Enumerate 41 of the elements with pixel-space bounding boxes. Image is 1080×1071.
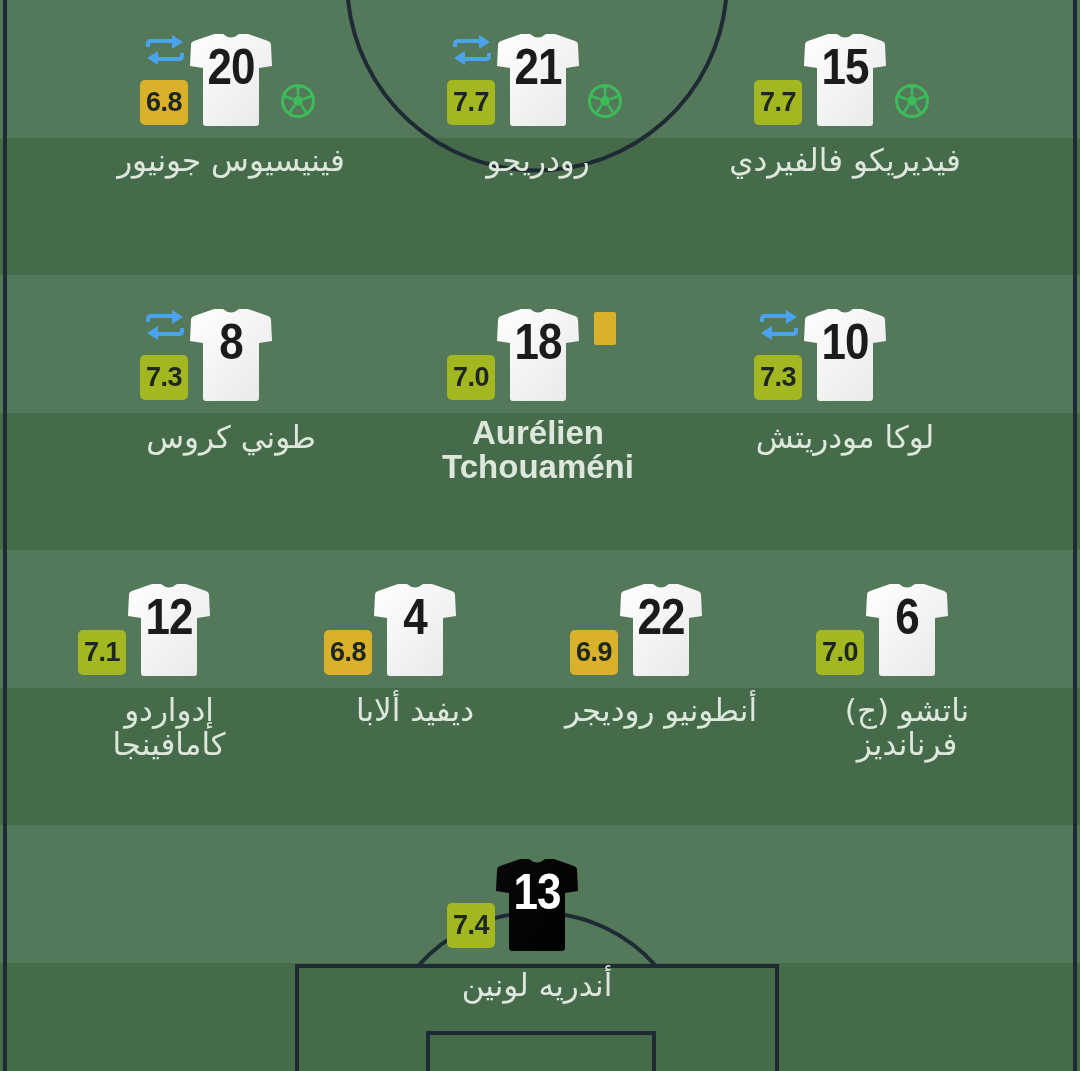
jersey-number: 12 xyxy=(145,590,193,644)
rating-badge: 7.0 xyxy=(816,630,864,675)
jersey xyxy=(620,582,702,676)
jersey-number: 15 xyxy=(821,40,869,94)
rating-badge: 7.7 xyxy=(754,80,802,125)
jersey xyxy=(497,32,579,126)
player-name: لوكا مودريتش xyxy=(755,420,935,454)
jersey xyxy=(374,582,456,676)
jersey-number: 13 xyxy=(513,865,561,919)
player-name: فيديريكو فالفيردي xyxy=(729,143,961,177)
player-name: طوني كروس xyxy=(146,420,316,454)
jersey xyxy=(496,857,578,951)
rating-badge: 6.9 xyxy=(570,630,618,675)
rating-badge: 7.4 xyxy=(447,903,495,948)
jersey xyxy=(497,307,579,401)
player-name: إدواردو كامافينجا xyxy=(111,693,227,761)
jersey-number: 20 xyxy=(207,40,255,94)
jersey-number: 8 xyxy=(219,315,243,369)
jersey xyxy=(804,32,886,126)
jersey xyxy=(190,307,272,401)
player-name: فينيسيوس جونيور xyxy=(117,143,345,177)
jersey-number: 10 xyxy=(821,315,869,369)
rating-badge: 7.3 xyxy=(754,355,802,400)
jersey-number: 4 xyxy=(403,590,427,644)
rating-badge: 7.3 xyxy=(140,355,188,400)
rating-badge: 6.8 xyxy=(324,630,372,675)
jersey-number: 21 xyxy=(514,40,562,94)
rating-badge: 7.0 xyxy=(447,355,495,400)
jersey-number: 18 xyxy=(514,315,562,369)
jersey xyxy=(804,307,886,401)
jersey xyxy=(866,582,948,676)
rating-badge: 6.8 xyxy=(140,80,188,125)
player-name: Aurélien Tchouaméni xyxy=(441,416,635,484)
jersey xyxy=(128,582,210,676)
player-name: ناتشو (ج) فرنانديز xyxy=(843,693,971,761)
rating-badge: 7.7 xyxy=(447,80,495,125)
player-name: رودريجو xyxy=(486,143,590,177)
rating-badge: 7.1 xyxy=(78,630,126,675)
jersey-number: 6 xyxy=(895,590,919,644)
jersey-number: 22 xyxy=(637,590,685,644)
jersey xyxy=(190,32,272,126)
